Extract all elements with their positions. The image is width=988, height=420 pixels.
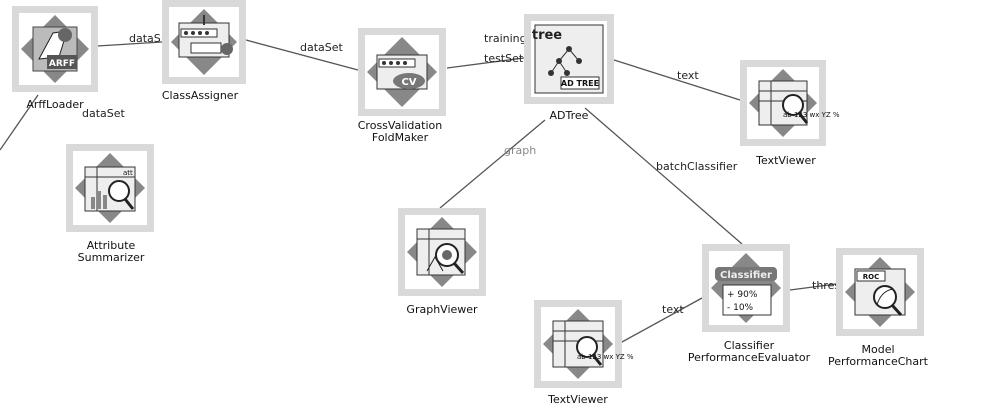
edge-crossval-adtree[interactable] [446, 57, 525, 69]
textviewer1-node[interactable]: ab 123 wx YZ % [740, 60, 840, 146]
edge-classassigner-crossval[interactable] [245, 39, 359, 71]
mpc-label: Model PerformanceChart [828, 343, 928, 368]
textviewer2-node[interactable]: ab 123 wx YZ % [534, 300, 634, 388]
edge-label: thres [812, 279, 840, 292]
svg-text:att: att [123, 169, 133, 177]
edge-label: batchClassifier [656, 160, 738, 173]
edge-cpe-textviewer2[interactable] [621, 297, 703, 343]
mpc-node[interactable]: ROC [836, 248, 924, 336]
tree-icon: tree AD TREE [532, 24, 604, 94]
edge-arffloader-attrsum[interactable] [0, 94, 39, 151]
svg-text:+ 90%: + 90% [727, 290, 758, 300]
attrsum-label: Attribute Summarizer [77, 239, 145, 264]
edge-label: dataS [129, 32, 161, 45]
svg-text:ARFF: ARFF [49, 59, 75, 69]
svg-text:ROC: ROC [863, 273, 879, 281]
svg-text:tree: tree [532, 28, 562, 43]
cpe-node[interactable]: Classifier + 90% - 10% [702, 244, 790, 332]
graphviewer-label: GraphViewer [406, 303, 478, 316]
cross-validation-icon: CV [367, 37, 437, 107]
edge-adtree-cpe[interactable] [584, 107, 743, 245]
edge-label: dataSet [300, 41, 344, 54]
adtree-label: ADTree [549, 109, 589, 122]
svg-text:CV: CV [401, 77, 416, 88]
classassigner-node[interactable] [162, 0, 246, 84]
arff-loader-icon: ARFF [21, 15, 89, 83]
edge-label: text [662, 303, 684, 316]
text-viewer-icon: ab 123 wx YZ % [543, 309, 634, 379]
text-viewer-icon: ab 123 wx YZ % [749, 69, 840, 137]
svg-text:AD TREE: AD TREE [561, 79, 599, 88]
attribute-summarizer-icon: att [75, 153, 145, 223]
crossval-label: CrossValidation FoldMaker [357, 119, 443, 144]
edge-label: text [677, 69, 699, 82]
svg-text:- 10%: - 10% [727, 303, 754, 313]
adtree-node[interactable]: tree AD TREE [524, 14, 614, 104]
edge-cpe-mpc[interactable] [789, 283, 837, 291]
graph-viewer-icon [407, 217, 477, 287]
arffloader-label: ArffLoader [26, 98, 84, 111]
edge-label: dataSet [82, 107, 126, 120]
textviewer1-label: TextViewer [756, 154, 816, 167]
edge-adtree-graphviewer[interactable] [439, 119, 546, 209]
edge-label: graph [504, 144, 536, 157]
classassigner-label: ClassAssigner [161, 89, 239, 102]
edge-adtree-textviewer1[interactable] [613, 59, 741, 101]
edge-label: testSet [484, 52, 524, 65]
graphviewer-node[interactable] [398, 208, 486, 296]
edge-label: training [484, 32, 527, 45]
svg-text:ab 123 wx YZ %: ab 123 wx YZ % [783, 111, 840, 119]
edge-arffloader-classassigner[interactable] [96, 41, 163, 47]
textviewer2-label: TextViewer [548, 393, 608, 406]
roc-chart-icon: ROC [845, 257, 915, 327]
svg-text:ab 123 wx YZ %: ab 123 wx YZ % [577, 353, 634, 361]
svg-text:Classifier: Classifier [720, 270, 772, 281]
class-assigner-icon [171, 9, 237, 75]
cpe-label: Classifier PerformanceEvaluator [687, 339, 811, 364]
crossval-node[interactable]: CV [358, 28, 446, 116]
arffloader-node[interactable]: ARFF [12, 6, 98, 92]
classifier-performance-icon: Classifier + 90% - 10% [711, 253, 781, 323]
attrsum-node[interactable]: att [66, 144, 154, 232]
